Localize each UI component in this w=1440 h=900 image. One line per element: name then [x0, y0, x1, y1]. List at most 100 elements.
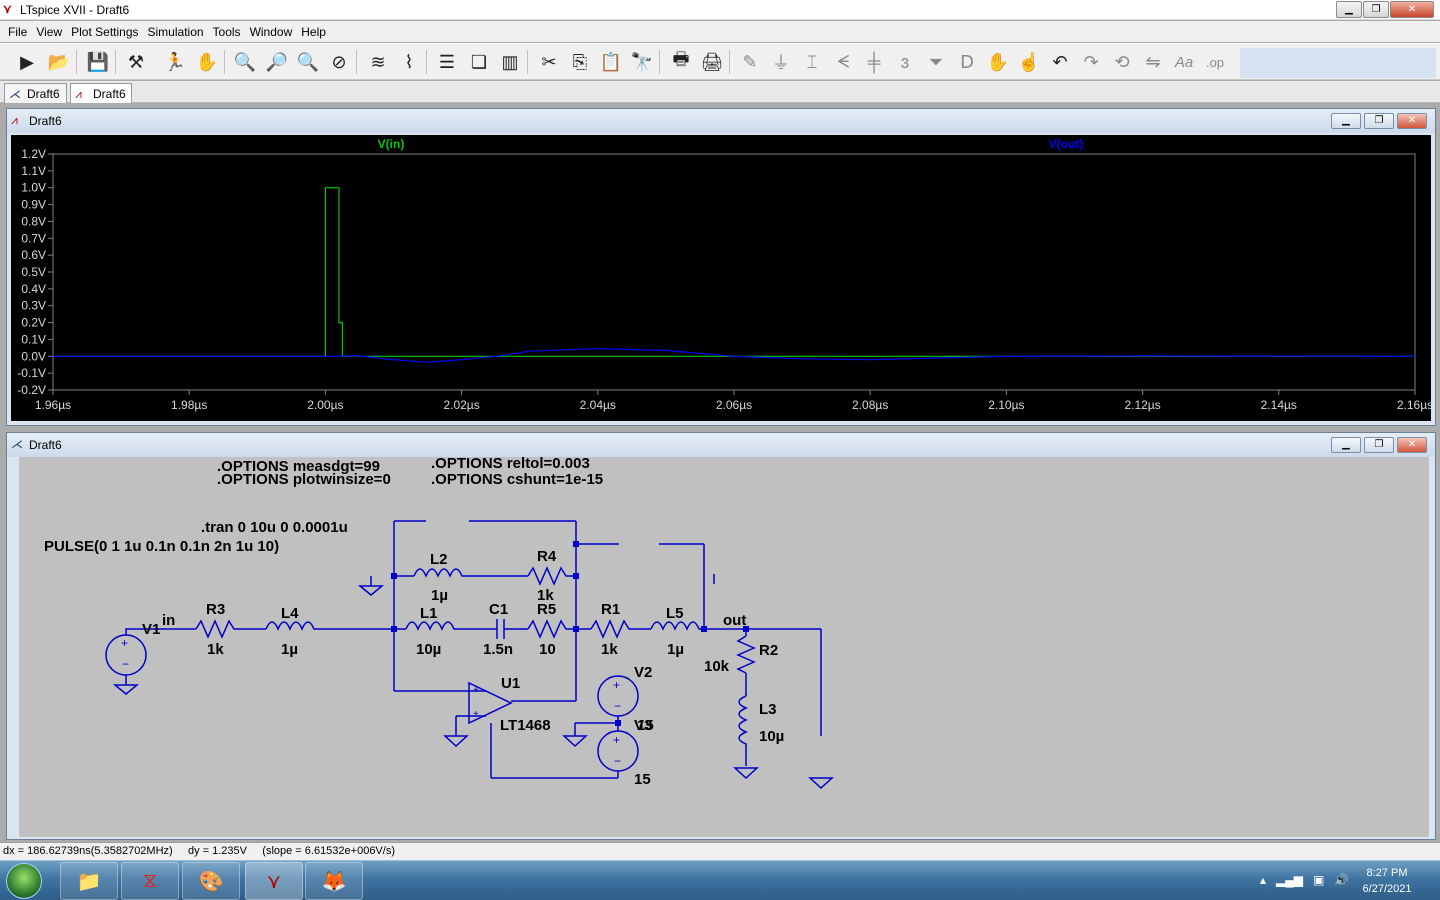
plot-settings-icon[interactable]: ⌇: [404, 51, 414, 72]
value-V3: 15: [634, 771, 651, 788]
x-tick-label: 2.06µs: [716, 398, 752, 412]
close-button[interactable]: ✕: [1390, 1, 1434, 18]
zoom-in-icon[interactable]: 🔍: [233, 51, 257, 72]
trace-label[interactable]: V(in): [378, 137, 405, 151]
menu-help[interactable]: Help: [301, 24, 326, 39]
menu-simulation[interactable]: Simulation: [147, 24, 204, 39]
find-icon[interactable]: 🔭: [630, 51, 654, 72]
label-icon[interactable]: ⌶: [806, 51, 818, 72]
rotate-icon[interactable]: ⟲: [1114, 51, 1130, 72]
minimize-button[interactable]: ▁: [1336, 1, 1362, 18]
zoom-fit-icon[interactable]: ⊘: [331, 51, 347, 72]
status-bar: dx = 186.62739ns(5.3582702MHz) dy = 1.23…: [0, 842, 1440, 860]
mirror-icon[interactable]: ⇋: [1145, 51, 1161, 72]
y-tick-label: 0.0V: [21, 349, 46, 363]
menu-window[interactable]: Window: [249, 24, 293, 39]
x-tick-label: 2.14µs: [1261, 398, 1297, 412]
show-hidden-icons-icon[interactable]: ▴: [1260, 873, 1267, 887]
tile-vertical-icon[interactable]: ▥: [501, 51, 519, 72]
ltspice-taskbar-icon[interactable]: ⋎: [245, 862, 303, 900]
component-icon[interactable]: ᗞ: [960, 51, 974, 72]
menu-tools[interactable]: Tools: [212, 24, 241, 39]
inductor-icon[interactable]: ɜ: [900, 51, 910, 72]
schematic-icon: ⋌: [9, 87, 21, 101]
document-tabs: ⋌ Draft6 ⩘ Draft6: [0, 81, 1440, 103]
print-setup-icon[interactable]: 🖨: [700, 51, 724, 72]
close-button[interactable]: ✕: [1397, 113, 1427, 129]
maximize-button[interactable]: ❐: [1363, 1, 1389, 18]
waveform-icon: ⩘: [11, 113, 18, 127]
pan-hand-icon[interactable]: ✋: [195, 51, 219, 72]
volume-icon[interactable]: 🔊: [1334, 873, 1350, 887]
tile-horizontal-icon[interactable]: ☰: [438, 51, 456, 72]
directive-text[interactable]: .tran 0 10u 0 0.0001u: [201, 519, 348, 536]
waveform-plot[interactable]: 1.2V1.1V1.0V0.9V0.8V0.7V0.6V0.5V0.4V0.3V…: [11, 135, 1433, 421]
move-icon[interactable]: ✋: [986, 51, 1010, 72]
zoom-area-icon[interactable]: 🔎: [265, 51, 289, 72]
diode-icon[interactable]: ⏷: [928, 51, 944, 72]
directive-text[interactable]: .OPTIONS reltol=0.003: [431, 457, 590, 472]
schematic-window-caption: ⋌ Draft6 ▁ ❐ ✕: [7, 433, 1435, 457]
inductors: [265, 568, 748, 751]
cut-icon[interactable]: ✂: [541, 51, 557, 72]
acrobat-icon[interactable]: ⧖: [121, 862, 179, 900]
maximize-button[interactable]: ❐: [1364, 437, 1394, 453]
print-icon[interactable]: 🖶: [672, 49, 690, 69]
firefox-icon[interactable]: 🦊: [305, 862, 363, 900]
schematic-canvas[interactable]: .OPTIONS measdgt=99 .OPTIONS plotwinsize…: [19, 457, 1429, 837]
waveform-icon: ⩘: [75, 87, 82, 101]
label-out: out: [723, 612, 746, 629]
undo-icon[interactable]: ↶: [1052, 51, 1068, 72]
maximize-button[interactable]: ❐: [1364, 113, 1394, 129]
trace-label[interactable]: V(out): [1049, 137, 1084, 151]
directive-text[interactable]: .OPTIONS measdgt=99: [217, 458, 380, 475]
tab-label: Draft6: [93, 87, 126, 101]
pulse-text[interactable]: PULSE(0 1 1u 0.1n 0.1n 2n 1u 10): [44, 538, 279, 555]
copy-icon[interactable]: ⎘: [572, 51, 588, 72]
x-tick-label: 2.16µs: [1397, 398, 1431, 412]
x-tick-label: 2.12µs: [1124, 398, 1160, 412]
value-L2: 1µ: [431, 587, 448, 604]
save-icon[interactable]: 💾: [86, 51, 110, 72]
file-explorer-icon[interactable]: 📁: [60, 862, 118, 900]
menu-file[interactable]: File: [8, 24, 28, 39]
ground-icon[interactable]: ⏚: [772, 53, 790, 73]
y-tick-label: 1.2V: [21, 147, 46, 161]
tab-waveform[interactable]: ⩘ Draft6: [70, 83, 132, 103]
paint-icon[interactable]: 🎨: [182, 862, 240, 900]
control-panel-icon[interactable]: ⚒: [127, 51, 145, 72]
spice-directive-icon[interactable]: .op: [1205, 54, 1225, 70]
clock[interactable]: 8:27 PM 6/27/2021: [1352, 865, 1422, 897]
redo-icon[interactable]: ↷: [1083, 51, 1099, 72]
capacitor-icon[interactable]: ╪: [867, 51, 881, 72]
schematic-drawing[interactable]: .OPTIONS measdgt=99 .OPTIONS plotwinsize…: [19, 457, 1429, 837]
paste-icon[interactable]: 📋: [599, 51, 623, 72]
value-L3: 10µ: [759, 728, 784, 745]
label-V1: V1: [142, 621, 160, 638]
device-icon[interactable]: ▣: [1313, 873, 1325, 887]
start-button[interactable]: [6, 863, 42, 899]
tab-schematic[interactable]: ⋌ Draft6: [4, 83, 67, 103]
resistor-icon[interactable]: ᗕ: [836, 51, 850, 72]
menu-plot-settings[interactable]: Plot Settings: [71, 24, 139, 39]
close-button[interactable]: ✕: [1397, 437, 1427, 453]
directive-text[interactable]: .OPTIONS cshunt=1e-15: [431, 471, 603, 488]
minimize-button[interactable]: ▁: [1331, 437, 1361, 453]
trace-vout: [53, 348, 1416, 363]
menu-view[interactable]: View: [36, 24, 63, 39]
autorange-icon[interactable]: ≋: [370, 51, 386, 72]
run-stop-icon[interactable]: 🏃: [163, 51, 187, 72]
label-L5: L5: [666, 605, 684, 622]
zoom-out-icon[interactable]: 🔍: [296, 51, 320, 72]
open-icon[interactable]: 📂: [47, 51, 71, 72]
drag-icon[interactable]: ☝: [1017, 51, 1041, 72]
value-R2: 10k: [704, 658, 730, 675]
wire-icon[interactable]: ✎: [742, 51, 758, 72]
run-icon[interactable]: ▶: [20, 51, 34, 72]
minimize-button[interactable]: ▁: [1331, 113, 1361, 129]
directive-text[interactable]: .OPTIONS plotwinsize=0: [217, 471, 391, 488]
cascade-icon[interactable]: ❏: [470, 51, 488, 72]
network-icon[interactable]: ▂▄▆: [1276, 873, 1303, 887]
text-icon[interactable]: Aa: [1174, 53, 1194, 71]
